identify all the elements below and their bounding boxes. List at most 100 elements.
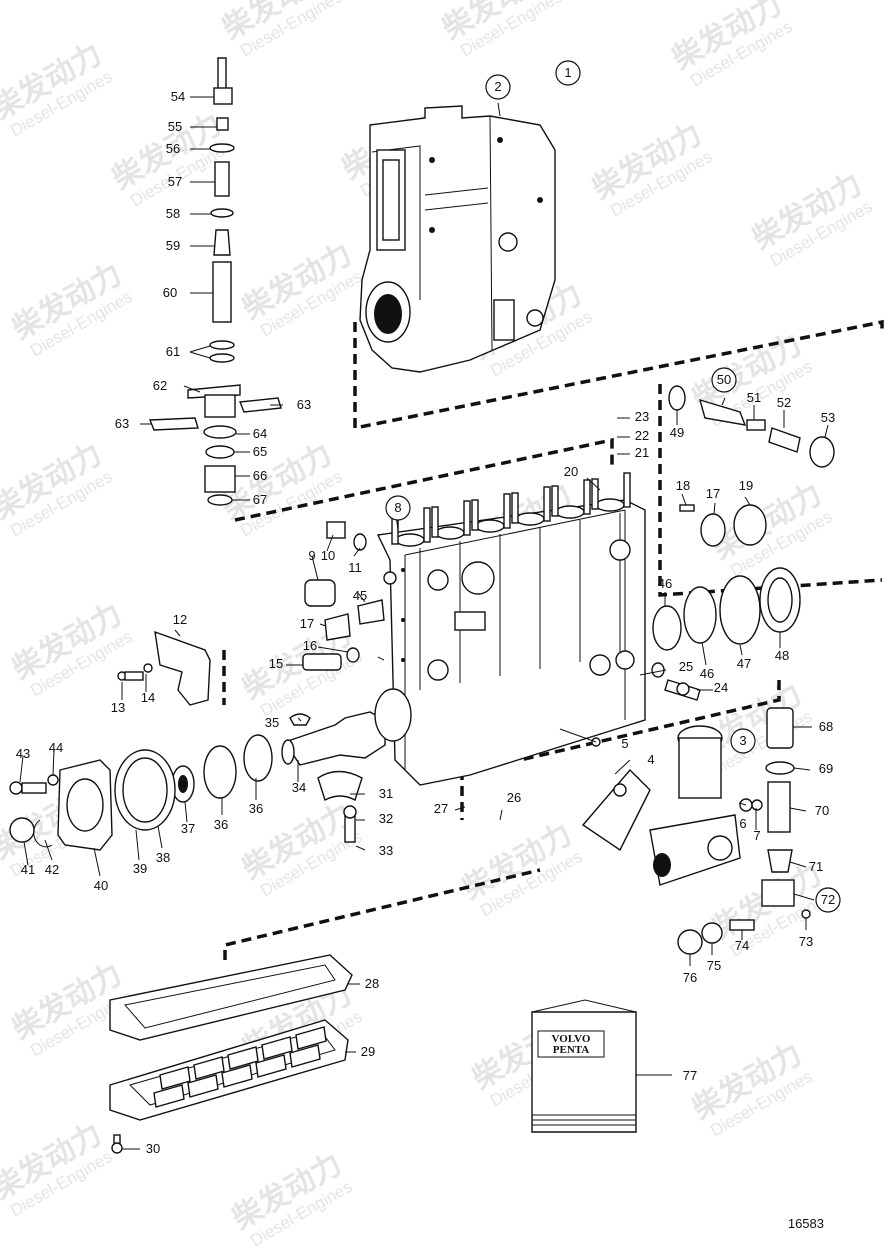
callout-27: 27 (434, 801, 448, 816)
callout-36b: 36 (249, 801, 263, 816)
callout-57: 57 (168, 174, 182, 189)
callout-number: 52 (777, 395, 791, 410)
callout-26: 26 (507, 790, 521, 805)
callout-number: 77 (683, 1068, 697, 1083)
camshaft-assembly (9, 688, 412, 851)
callout-44: 44 (49, 740, 63, 755)
element-bore (475, 519, 505, 533)
callout-number: 30 (146, 1141, 160, 1156)
callout-63: 63 (115, 416, 129, 431)
callout-54: 54 (171, 89, 185, 104)
callout-32: 32 (379, 811, 393, 826)
callout-42: 42 (45, 862, 59, 877)
callout-40: 40 (94, 878, 108, 893)
callout-25: 25 (679, 659, 693, 674)
callout-number: 24 (714, 680, 728, 695)
element-stud (503, 493, 511, 529)
callout-number: 27 (434, 801, 448, 816)
callout-14: 14 (141, 690, 155, 705)
callout-number: 38 (156, 850, 170, 865)
callout-circle (730, 728, 756, 754)
callout-number: 69 (819, 761, 833, 776)
callout-5: 5 (621, 736, 628, 751)
callout-number: 14 (141, 690, 155, 705)
callout-number: 60 (163, 285, 177, 300)
callout-number: 63 (115, 416, 129, 431)
callout-number: 22 (635, 428, 649, 443)
callout-72: 72 (815, 887, 841, 913)
callout-number: 37 (181, 821, 195, 836)
callout-number: 48 (775, 648, 789, 663)
callout-37: 37 (181, 821, 195, 836)
element-bore (515, 512, 545, 526)
callout-number: 51 (747, 390, 761, 405)
callout-number: 73 (799, 934, 813, 949)
callout-number: 39 (133, 861, 147, 876)
callout-number: 10 (321, 548, 335, 563)
callout-45: 45 (353, 588, 367, 603)
callout-19: 19 (739, 478, 753, 493)
callout-46b: 46 (700, 666, 714, 681)
callout-39: 39 (133, 861, 147, 876)
callout-number: 17 (706, 486, 720, 501)
callout-number: 4 (647, 752, 654, 767)
callout-43: 43 (16, 746, 30, 761)
callout-18: 18 (676, 478, 690, 493)
callout-66: 66 (253, 468, 267, 483)
callout-number: 53 (821, 410, 835, 425)
callout-number: 65 (253, 444, 267, 459)
callout-number: 12 (173, 612, 187, 627)
callout-46: 46 (658, 576, 672, 591)
callout-number: 16 (303, 638, 317, 653)
packet-label-line1: VOLVO (552, 1033, 591, 1045)
callout-number: 25 (679, 659, 693, 674)
callout-number: 49 (670, 425, 684, 440)
callout-number: 47 (737, 656, 751, 671)
callout-number: 33 (379, 843, 393, 858)
callout-61: 61 (166, 344, 180, 359)
callout-number: 46 (658, 576, 672, 591)
callout-number: 41 (21, 862, 35, 877)
callout-number: 34 (292, 780, 306, 795)
callout-34: 34 (292, 780, 306, 795)
callout-17: 17 (300, 616, 314, 631)
callout-24: 24 (714, 680, 728, 695)
callout-2: 2 (485, 74, 511, 100)
callout-63b: 63 (297, 397, 311, 412)
callout-number: 7 (753, 828, 760, 843)
callout-number: 15 (269, 656, 283, 671)
cover-grid-cell (255, 1054, 287, 1078)
callout-number: 75 (707, 958, 721, 973)
element-stud (431, 506, 439, 538)
callout-6: 6 (739, 816, 746, 831)
element-bore (395, 533, 425, 547)
element-stud (591, 478, 599, 510)
element-stud (471, 499, 479, 531)
callout-number: 19 (739, 478, 753, 493)
element-bore (555, 505, 585, 519)
callout-4: 4 (647, 752, 654, 767)
callout-number: 11 (348, 560, 362, 575)
callout-41: 41 (21, 862, 35, 877)
callout-67: 67 (253, 492, 267, 507)
callout-number: 20 (564, 464, 578, 479)
packet-label-line2: PENTA (553, 1044, 590, 1056)
callout-number: 56 (166, 141, 180, 156)
callout-8: 8 (385, 495, 411, 521)
callout-number: 44 (49, 740, 63, 755)
element-stud (583, 479, 591, 515)
callout-number: 70 (815, 803, 829, 818)
callout-number: 28 (365, 976, 379, 991)
group-outlines (222, 319, 884, 960)
element-stud (463, 500, 471, 536)
callout-17b: 17 (706, 486, 720, 501)
callout-number: 18 (676, 478, 690, 493)
